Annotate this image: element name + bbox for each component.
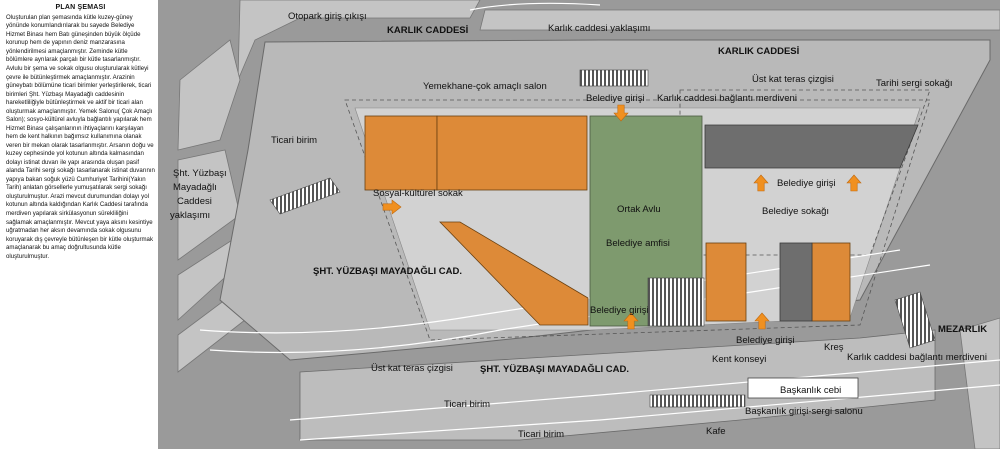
building-dark-top — [704, 124, 919, 169]
label-ust-teras-2: Üst kat teras çizgisi — [371, 363, 453, 374]
building-yemekhane — [436, 115, 588, 191]
label-karlik-cad-1: KARLIK CADDESİ — [387, 25, 468, 36]
building-kres — [811, 242, 851, 322]
building-ticari-1 — [364, 115, 438, 191]
label-yemekhane: Yemekhane-çok amaçlı salon — [423, 81, 547, 92]
label-belediye-girisi-low: Belediye girişi — [590, 305, 649, 316]
label-ticari-1: Ticari birim — [271, 135, 317, 146]
label-sosyal-kulturel: Sosyal-kültürel sokak — [373, 188, 463, 199]
label-yuzbasi-3: Caddesi — [177, 196, 212, 207]
label-belediye-girisi-right: Belediye girişi — [736, 335, 795, 346]
label-baskanlik-cebi: Başkanlık cebi — [780, 385, 841, 396]
small-boxes — [747, 377, 859, 399]
site-plan: Otopark giriş çıkışı KARLIK CADDESİ Karl… — [158, 0, 1000, 449]
building-dark-mid — [779, 242, 813, 322]
stairs-lower — [649, 394, 746, 408]
label-karlik-merdiven-top: Karlık caddesi bağlantı merdiveni — [657, 93, 797, 104]
label-mezarlik: MEZARLIK — [938, 324, 987, 335]
panel-body: Oluşturulan plan şemasında kütle kuzey-g… — [6, 13, 155, 260]
plan-labels: Otopark giriş çıkışı KARLIK CADDESİ Karl… — [170, 11, 987, 440]
label-kafe: Kafe — [706, 426, 726, 437]
stairs-amfi — [647, 277, 705, 327]
stairs — [269, 69, 936, 408]
label-otopark: Otopark giriş çıkışı — [288, 11, 367, 22]
orange-buildings — [364, 115, 851, 326]
label-baskanlik-girisi: Başkanlık girişi-sergi salonu — [745, 406, 863, 417]
label-belediye-girisi-mid: Belediye girişi — [777, 178, 836, 189]
label-karlik-cad-2: KARLIK CADDESİ — [718, 46, 799, 57]
label-belediye-amfisi: Belediye amfisi — [606, 238, 670, 249]
lower-strip — [299, 329, 936, 441]
label-kres: Kreş — [824, 342, 844, 353]
building-ticari-2 — [439, 221, 589, 326]
building-kent-konseyi — [705, 242, 747, 322]
stairs-right — [894, 291, 936, 349]
panel-title: PLAN ŞEMASI — [55, 4, 106, 11]
stairs-top — [579, 69, 649, 87]
label-tarihi-sergi: Tarihi sergi sokağı — [876, 78, 953, 89]
label-yuzbasi-1: Şht. Yüzbaşı — [173, 168, 227, 179]
road-edges — [199, 2, 1000, 441]
label-sht-yuzbasi-cad-1: ŞHT. YÜZBAŞI MAYADAĞLI CAD. — [313, 265, 462, 277]
label-sht-yuzbasi-cad-2: ŞHT. YÜZBAŞI MAYADAĞLI CAD. — [480, 363, 629, 375]
dark-buildings — [704, 124, 919, 322]
label-yuzbasi-4: yaklaşımı — [170, 210, 210, 221]
label-yuzbasi-2: Mayadağlı — [173, 182, 217, 193]
label-karlik-merdiven-bottom: Karlık caddesi bağlantı merdiveni — [847, 352, 987, 363]
label-belediye-sokagi: Belediye sokağı — [762, 206, 829, 217]
label-ust-teras-1: Üst kat teras çizgisi — [752, 74, 834, 85]
text-panel: PLAN ŞEMASI Oluşturulan plan şemasında k… — [0, 0, 158, 449]
label-ortak-avlu: Ortak Avlu — [617, 204, 661, 215]
label-kent-konseyi: Kent konseyi — [712, 354, 766, 365]
label-ticari-3: Ticari birim — [518, 429, 564, 440]
label-karlik-yaklasimi: Karlık caddesi yaklaşımı — [548, 23, 650, 34]
stairs-left — [269, 177, 341, 215]
label-ticari-2: Ticari birim — [444, 399, 490, 410]
terrace-lines — [344, 89, 931, 341]
label-belediye-girisi-top: Belediye girişi — [586, 93, 645, 104]
